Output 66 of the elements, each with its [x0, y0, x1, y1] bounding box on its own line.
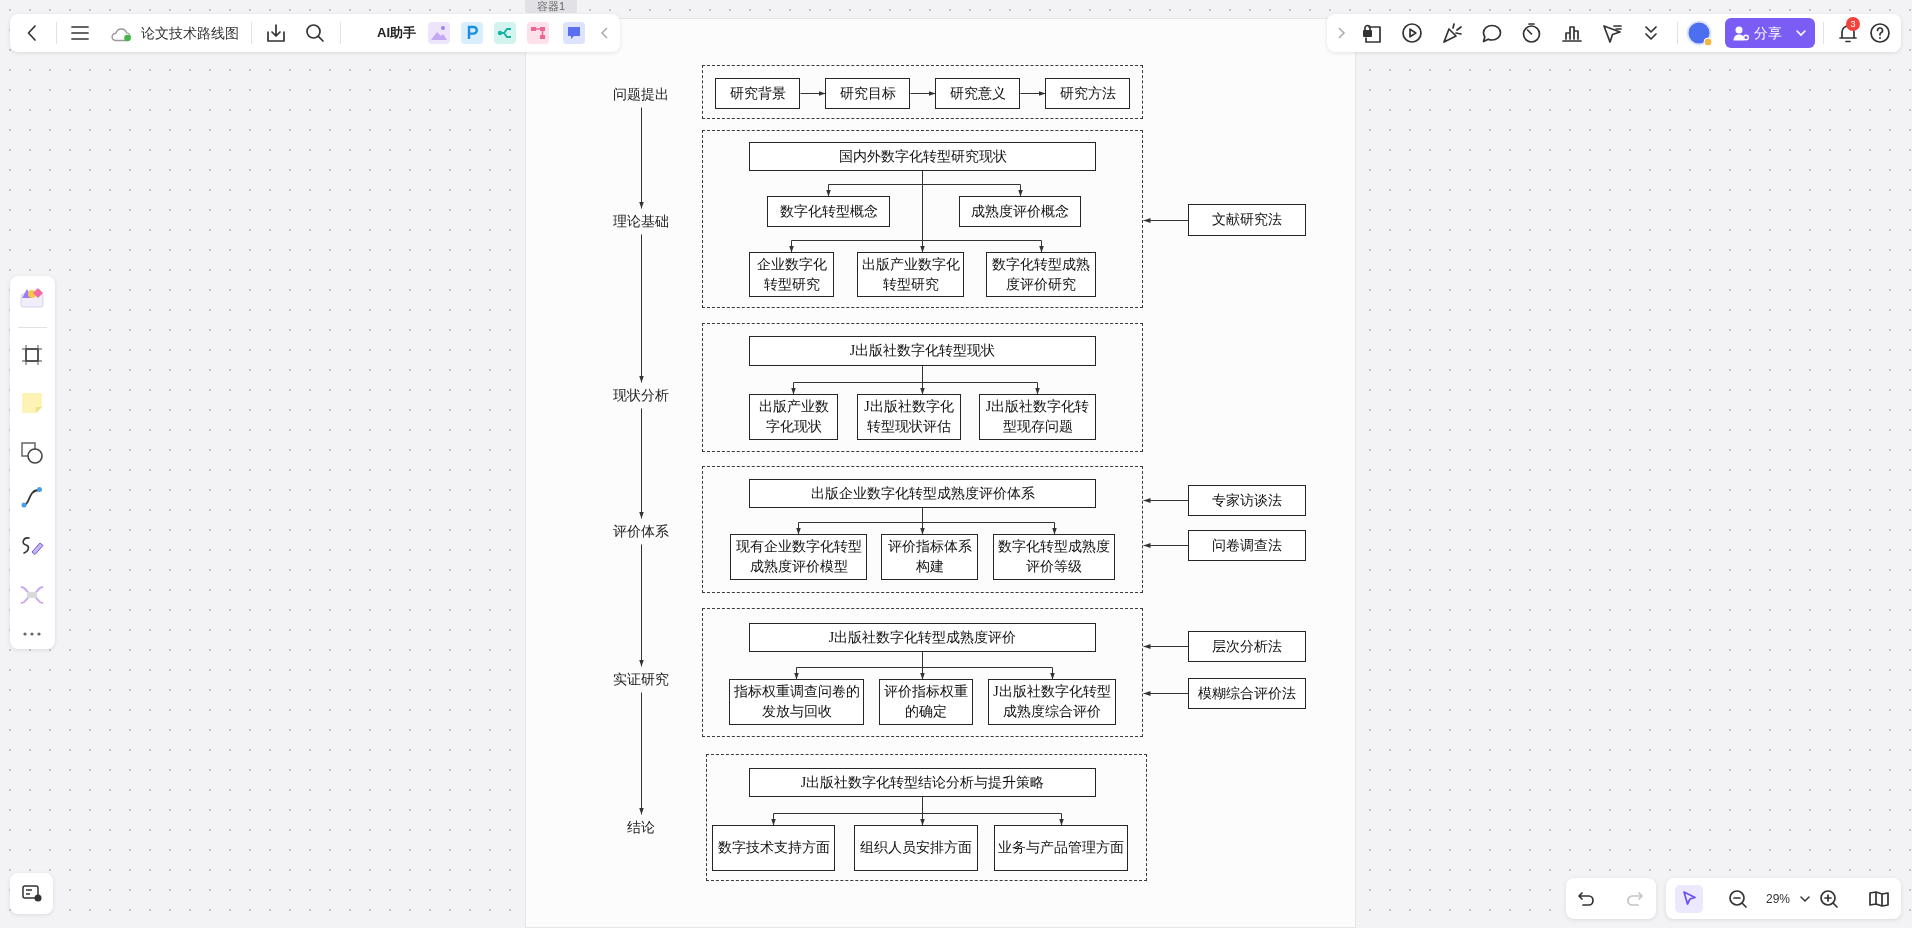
- arrow: [1143, 644, 1189, 649]
- arrow: [639, 234, 644, 383]
- arrow: [639, 544, 644, 667]
- arrow: [1020, 91, 1046, 96]
- process-box: J出版社数字化转型现状评估: [857, 394, 961, 440]
- method-box: 问卷调查法: [1188, 530, 1306, 561]
- page-tab: 容器1: [525, 0, 577, 13]
- process-box: J出版社数字化转型结论分析与提升策略: [749, 768, 1096, 797]
- process-box: 研究目标: [825, 78, 910, 109]
- arrow: [910, 91, 936, 96]
- arrow: [639, 692, 644, 815]
- process-box: 现有企业数字化转型成熟度评价模型: [730, 534, 867, 580]
- arrow: [800, 91, 826, 96]
- process-box: 数字技术支持方面: [712, 825, 835, 871]
- process-box: 出版产业数字化现状: [749, 394, 838, 440]
- dashed-group-box: [702, 608, 1143, 737]
- dashed-group-box: [702, 466, 1143, 593]
- dashed-group-box: [702, 323, 1143, 452]
- arrow: [639, 107, 644, 209]
- arrow: [922, 366, 1040, 395]
- arrow: [922, 171, 1044, 253]
- arrow: [922, 797, 1064, 826]
- stage-label: 理论基础: [613, 208, 669, 234]
- process-box: 组织人员安排方面: [854, 825, 978, 871]
- process-box: J出版社数字化转型现存问题: [979, 394, 1096, 440]
- process-box: 成熟度评价概念: [959, 196, 1081, 227]
- stage-label: 问题提出: [613, 81, 669, 107]
- process-box: 研究背景: [715, 78, 800, 109]
- process-box: 企业数字化转型研究: [749, 252, 834, 297]
- arrow: [1143, 218, 1189, 223]
- document-title: 论文技术路线图: [141, 24, 239, 42]
- arrow: [1143, 691, 1189, 696]
- method-box: 层次分析法: [1188, 631, 1306, 662]
- process-box: 研究意义: [935, 78, 1020, 109]
- method-box: 文献研究法: [1188, 204, 1306, 236]
- share-button: 分享: [1725, 18, 1815, 48]
- stage-label: 评价体系: [613, 518, 669, 544]
- dashed-group-box: [702, 130, 1143, 308]
- process-box: 评价指标权重的确定: [879, 679, 973, 725]
- zoom-level: 29%: [1766, 892, 1791, 906]
- process-box: 业务与产品管理方面: [994, 825, 1128, 871]
- arrow: [1143, 543, 1189, 548]
- process-box: 研究方法: [1045, 78, 1130, 109]
- arrow: [922, 508, 1057, 535]
- arrow: [639, 408, 644, 519]
- assistant-label: AI助手: [377, 25, 416, 41]
- process-box: 出版产业数字化转型研究: [857, 252, 964, 297]
- process-box: 国内外数字化转型研究现状: [749, 142, 1096, 171]
- process-box: 数字化转型成熟度评价研究: [986, 252, 1096, 297]
- process-box: J出版社数字化转型成熟度评价: [749, 623, 1096, 652]
- process-box: 评价指标体系构建: [881, 534, 978, 580]
- stage-label: 实证研究: [613, 666, 669, 692]
- arrow: [922, 652, 1055, 680]
- process-box: J出版社数字化转型成熟度综合评价: [988, 679, 1116, 725]
- process-box: 指标权重调查问卷的发放与回收: [729, 679, 864, 725]
- process-box: 数字化转型成熟度评价等级: [993, 534, 1115, 580]
- process-box: 出版企业数字化转型成熟度评价体系: [749, 479, 1096, 508]
- arrow: [1143, 498, 1189, 503]
- process-box: J出版社数字化转型现状: [749, 336, 1096, 366]
- dashed-group-box: [702, 65, 1143, 119]
- stage-label: 现状分析: [613, 382, 669, 408]
- stage-label: 结论: [627, 814, 655, 840]
- process-box: 数字化转型概念: [767, 196, 890, 227]
- method-box: 专家访谈法: [1188, 485, 1306, 516]
- method-box: 模糊综合评价法: [1188, 678, 1306, 709]
- dashed-group-box: [706, 754, 1147, 881]
